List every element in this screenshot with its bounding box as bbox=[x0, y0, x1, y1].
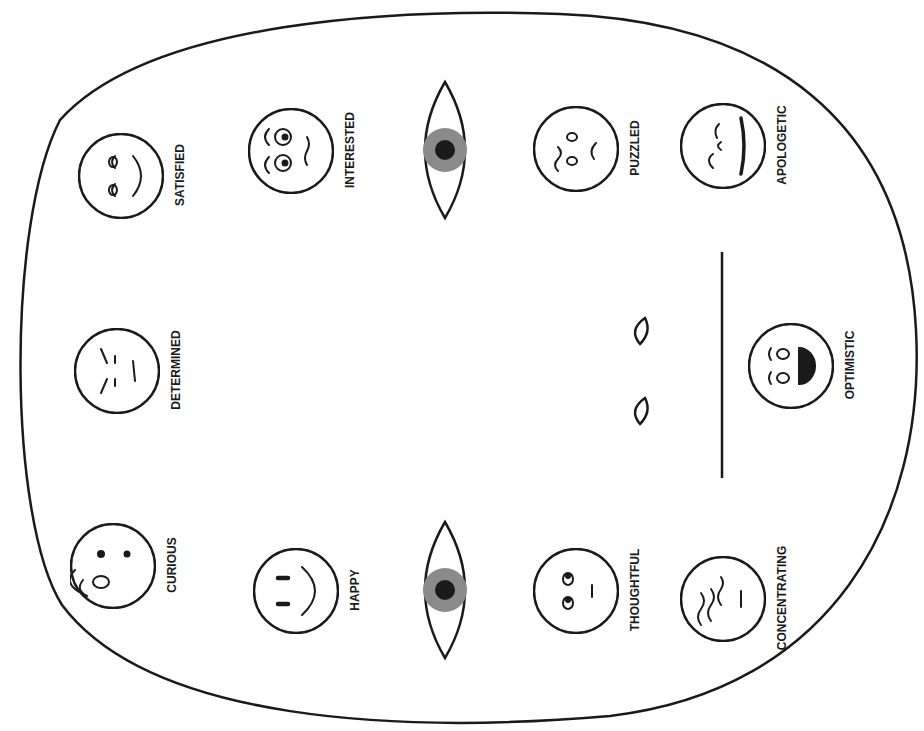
emotion-label: DETERMINED bbox=[169, 330, 183, 409]
eye bbox=[423, 82, 467, 218]
emotion-face: APOLOGETIC bbox=[680, 103, 794, 187]
nostril bbox=[635, 318, 648, 344]
face-circle bbox=[248, 108, 334, 194]
emotion-face: CONCENTRATING bbox=[680, 556, 794, 640]
emotion-label-wrap: CONCENTRATING bbox=[774, 545, 790, 652]
emotion-label-wrap: PUZZLED bbox=[627, 119, 643, 177]
emotion-label: PUZZLED bbox=[628, 120, 642, 175]
mouth-line bbox=[721, 252, 724, 478]
nostril bbox=[635, 398, 648, 424]
face-circle bbox=[533, 548, 619, 634]
face-circle bbox=[78, 133, 164, 219]
emotion-label: INTERESTED bbox=[343, 112, 357, 188]
emotion-label: SATISFIED bbox=[173, 144, 187, 206]
emotion-label: APOLOGETIC bbox=[775, 105, 789, 184]
face-circle bbox=[748, 323, 834, 409]
emotion-label-wrap: HAPPY bbox=[347, 568, 363, 612]
emotion-label-wrap: SATISFIED bbox=[172, 143, 188, 207]
emotion-face: DETERMINED bbox=[74, 328, 188, 412]
emotion-face: PUZZLED bbox=[533, 106, 647, 190]
emotion-label: OPTIMISTIC bbox=[843, 331, 857, 400]
emotion-face: THOUGHTFUL bbox=[533, 548, 647, 632]
head-outline bbox=[20, 13, 916, 723]
face-circle bbox=[74, 328, 160, 414]
emotion-label-wrap: THOUGHTFUL bbox=[627, 548, 643, 633]
emotion-face: INTERESTED bbox=[248, 108, 362, 192]
emotion-label-wrap: APOLOGETIC bbox=[774, 104, 790, 186]
face-circle bbox=[70, 523, 156, 609]
emotion-label-wrap: DETERMINED bbox=[168, 329, 184, 411]
emotion-face: CURIOUS bbox=[70, 523, 184, 607]
emotion-face: SATISFIED bbox=[78, 133, 192, 217]
emotion-label-wrap: CURIOUS bbox=[164, 536, 180, 594]
face-circle bbox=[533, 106, 619, 192]
emotion-label-wrap: OPTIMISTIC bbox=[842, 330, 858, 401]
emotion-face: OPTIMISTIC bbox=[748, 323, 862, 407]
emotion-label: CONCENTRATING bbox=[775, 546, 789, 650]
emotion-label: CURIOUS bbox=[165, 537, 179, 592]
emotion-label-wrap: INTERESTED bbox=[342, 111, 358, 190]
eye bbox=[423, 522, 467, 658]
emotion-label: HAPPY bbox=[348, 569, 362, 610]
emotion-label: THOUGHTFUL bbox=[628, 549, 642, 632]
face-circle bbox=[680, 103, 766, 189]
face-circle bbox=[253, 548, 339, 634]
emotion-face: HAPPY bbox=[253, 548, 367, 632]
face-circle bbox=[680, 556, 766, 642]
